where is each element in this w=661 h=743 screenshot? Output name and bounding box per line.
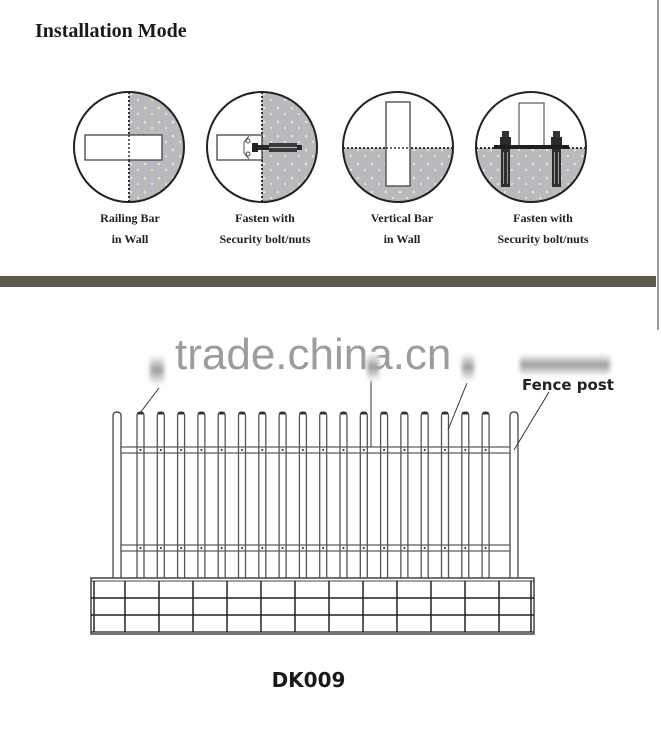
fence-picket: [481, 411, 490, 578]
bolt-horizontal-diagram: [206, 91, 318, 203]
fence-rail: [120, 544, 511, 552]
caption-line: in Wall: [111, 232, 149, 246]
model-number-text: DK009: [271, 668, 346, 692]
caption-vertical-bar-in-wall: Vertical Bar in Wall: [322, 208, 482, 250]
blurred-label: [150, 355, 164, 385]
caption-fasten-bolts-horizontal: Fasten with Security bolt/nuts: [185, 208, 345, 250]
fence-picket: [156, 411, 165, 578]
fence-picket: [258, 411, 267, 578]
bolt-vertical-diagram: [475, 91, 587, 203]
fence-post: [509, 411, 519, 578]
brick-wall: [90, 577, 535, 635]
vertical-bar-in-wall-diagram: [342, 91, 454, 203]
page-title: Installation Mode: [35, 20, 187, 42]
caption-line: Fasten with: [513, 211, 573, 225]
fence-picket: [237, 411, 247, 578]
caption-line: Railing Bar: [100, 211, 160, 225]
fence-picket: [298, 411, 308, 578]
railing-bar-in-wall-diagram: [73, 91, 185, 203]
mode-fasten-bolts-vertical: [474, 90, 587, 204]
fence-picket: [400, 411, 409, 578]
fence-picket: [217, 411, 226, 578]
caption-line: Fasten with: [235, 211, 295, 225]
fence-rail: [120, 446, 511, 454]
fence-post: [112, 411, 122, 578]
watermark: trade.china.cn: [175, 330, 452, 379]
fence-picket: [339, 411, 348, 578]
fence-picket: [461, 411, 470, 578]
caption-railing-bar-in-wall: Railing Bar in Wall: [50, 208, 210, 250]
blurred-label: [462, 353, 474, 381]
mode-railing-bar-in-wall: [72, 90, 185, 204]
mode-vertical-bar-in-wall: [341, 90, 454, 204]
fence-picket: [197, 411, 206, 578]
edge-line: [657, 0, 659, 330]
fence-picket: [176, 411, 186, 578]
fence-picket: [359, 411, 368, 578]
mode-fasten-bolts-horizontal: [205, 90, 318, 204]
fence-picket: [136, 411, 145, 578]
caption-line: Vertical Bar: [370, 211, 434, 225]
caption-line: Security bolt/nuts: [497, 232, 589, 246]
fence-post-label: Fence post: [522, 376, 614, 394]
section-divider: [0, 276, 656, 287]
blurred-label: [367, 353, 379, 381]
caption-line: Security bolt/nuts: [219, 232, 311, 246]
fence-picket: [440, 411, 450, 578]
fence-picket: [278, 411, 287, 578]
fence-picket: [319, 411, 328, 578]
model-number: DK009: [0, 668, 661, 692]
caption-line: in Wall: [383, 232, 421, 246]
fence-picket: [379, 411, 389, 578]
fence-picket: [420, 411, 429, 578]
caption-fasten-bolts-vertical: Fasten with Security bolt/nuts: [463, 208, 623, 250]
blurred-label: [520, 354, 610, 376]
